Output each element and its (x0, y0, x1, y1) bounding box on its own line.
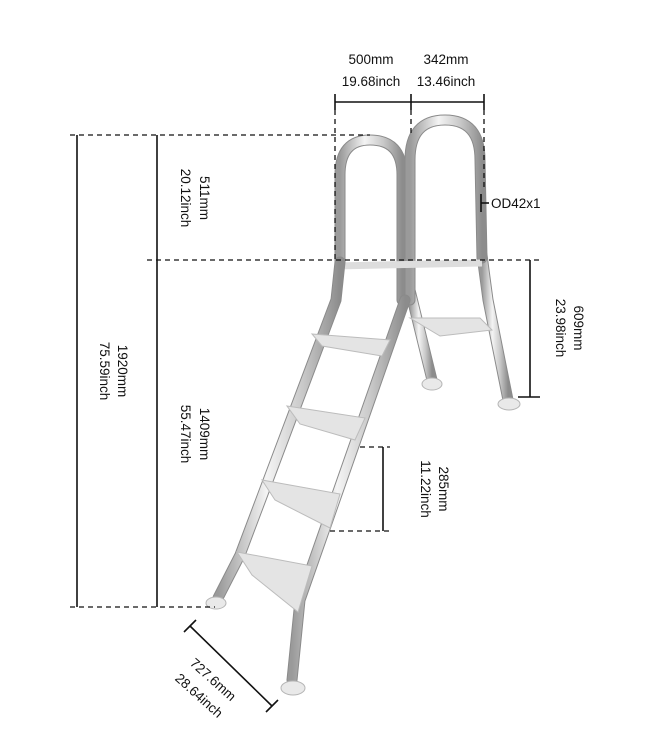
total-height-mm: 1920mm (115, 345, 130, 398)
total-height-dimension: 1920mm 75.59inch (76, 135, 130, 607)
handrail-height-mm: 511mm (197, 176, 212, 220)
tube-spec-callout: OD42x1 (480, 194, 541, 212)
top-width-left-mm: 500mm (348, 52, 393, 67)
top-width-left-inch: 19.68inch (342, 74, 401, 89)
rear-height-inch: 23.98inch (553, 299, 568, 358)
total-height-inch: 75.59inch (97, 342, 112, 401)
tube-spec-label: OD42x1 (491, 196, 541, 211)
step-tread (285, 405, 366, 441)
rear-tread (408, 317, 494, 337)
step-tread (260, 479, 341, 529)
foot-pad (421, 377, 443, 391)
front-height-mm: 1409mm (197, 408, 212, 461)
front-height-inch: 55.47inch (178, 405, 193, 464)
step-tread (235, 551, 313, 613)
foot-pad (205, 596, 227, 610)
top-width-right-mm: 342mm (423, 52, 468, 67)
top-width-right-inch: 13.46inch (417, 74, 476, 89)
top-width-dimension: 500mm 19.68inch 342mm 13.46inch (334, 52, 485, 260)
step-spacing-dimension: 285mm 11.22inch (330, 446, 451, 532)
front-height-dimension: 511mm 20.12inch 1409mm 55.47inch (156, 135, 212, 607)
step-spacing-inch: 11.22inch (418, 460, 433, 518)
rear-height-mm: 609mm (571, 305, 586, 350)
base-width-dimension: 727.6mm 28.64inch (172, 619, 279, 721)
foot-pad (280, 680, 306, 696)
rear-height-dimension: 609mm 23.98inch (518, 260, 586, 398)
handrail-height-inch: 20.12inch (178, 169, 193, 228)
step-tread (310, 333, 391, 357)
foot-pad (497, 397, 521, 411)
step-spacing-mm: 285mm (436, 466, 451, 511)
ladder-illustration (205, 114, 521, 696)
